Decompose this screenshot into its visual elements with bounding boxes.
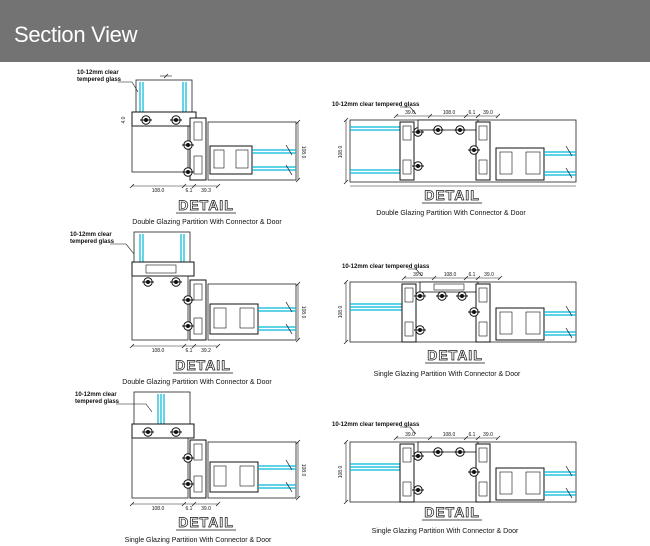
caption-2: Double Glazing Partition With Connector … [376, 210, 526, 217]
dim-vertical-6: 108.0 [338, 466, 344, 479]
glass-label-line1: 10-12mm clear [77, 70, 119, 76]
detail-title-4: DETAIL [427, 347, 483, 363]
detail-drawing-2: 10-12mm clear tempered glass 39.0 108.0 … [332, 102, 577, 217]
dim-4-a: 39.0 [413, 272, 423, 278]
dim-3-b: 6.1 [186, 348, 193, 354]
page-title: Section View [14, 22, 138, 47]
detail-drawing-3: 10-12mm clear tempered glass 108.0 108 [70, 231, 306, 386]
detail-title-2: DETAIL [424, 187, 480, 203]
detail-title-1: DETAIL [178, 197, 234, 213]
detail-title-3: DETAIL [175, 357, 231, 373]
dim-2-b: 108.0 [443, 110, 456, 116]
glass-label-line1-3: 10-12mm clear [70, 232, 112, 238]
caption-5: Single Glazing Partition With Connector … [125, 537, 272, 544]
dim-vertical-3: 108.0 [300, 306, 306, 319]
dim-vertical-1: 108.0 [300, 146, 306, 159]
dim-6-b: 108.0 [443, 432, 456, 438]
dim-1-c: 39.3 [201, 188, 211, 194]
dim-3-c: 39.2 [201, 348, 211, 354]
glass-label-line2-5: tempered glass [75, 399, 120, 405]
dim-4-b: 108.0 [444, 272, 457, 278]
dim-5-b: 6.1 [186, 506, 193, 512]
dim-3-a: 108.0 [152, 348, 165, 354]
detail-drawing-4: 10-12mm clear tempered glass 39.0 108.0 … [338, 264, 577, 378]
detail-drawing-5: 10-12mm clear tempered glass 108.0 108.0… [75, 391, 306, 544]
glass-label-2: 10-12mm clear tempered glass [332, 102, 420, 108]
glass-label-6: 10-12mm clear tempered glass [332, 422, 420, 428]
dim-2-a: 39.0 [405, 110, 415, 116]
caption-6: Single Glazing Partition With Connector … [372, 528, 519, 535]
detail-drawing-1: 10-12mm clear tempered glass [77, 70, 306, 226]
dim-1-a: 108.0 [152, 188, 165, 194]
dim-2-d: 39.0 [483, 110, 493, 116]
dim-5-a: 108.0 [152, 506, 165, 512]
detail-title-6: DETAIL [424, 504, 480, 520]
caption-4: Single Glazing Partition With Connector … [374, 371, 521, 378]
dim-vertical-2: 108.0 [338, 146, 344, 159]
dim-6-d: 39.0 [483, 432, 493, 438]
dim-1-b: 6.1 [186, 188, 193, 194]
glass-label-line1-5: 10-12mm clear [75, 392, 117, 398]
dim-4-c: 6.1 [469, 272, 476, 278]
dim-vertical-4: 108.0 [338, 306, 344, 319]
detail-title-5: DETAIL [178, 514, 234, 530]
section-header: Section View [0, 0, 650, 62]
dim-4-d: 39.0 [484, 272, 494, 278]
dim-5-c: 39.0 [201, 506, 211, 512]
section-drawings: 10-12mm clear tempered glass [70, 70, 577, 544]
caption-3: Double Glazing Partition With Connector … [122, 379, 272, 386]
dim-vertical-5: 108.0 [300, 464, 306, 477]
caption-1: Double Glazing Partition With Connector … [132, 219, 282, 226]
glass-label-line2-3: tempered glass [70, 239, 115, 245]
glass-label-4: 10-12mm clear tempered glass [342, 264, 430, 270]
dim-2-c: 6.1 [469, 110, 476, 116]
detail-drawing-6: 10-12mm clear tempered glass 39.0 108.0 … [332, 422, 577, 535]
glass-label-line2: tempered glass [77, 77, 122, 83]
dim-6-a: 39.0 [405, 432, 415, 438]
dim-6-c: 6.1 [469, 432, 476, 438]
dim-side-1: 4.0 [121, 116, 127, 123]
